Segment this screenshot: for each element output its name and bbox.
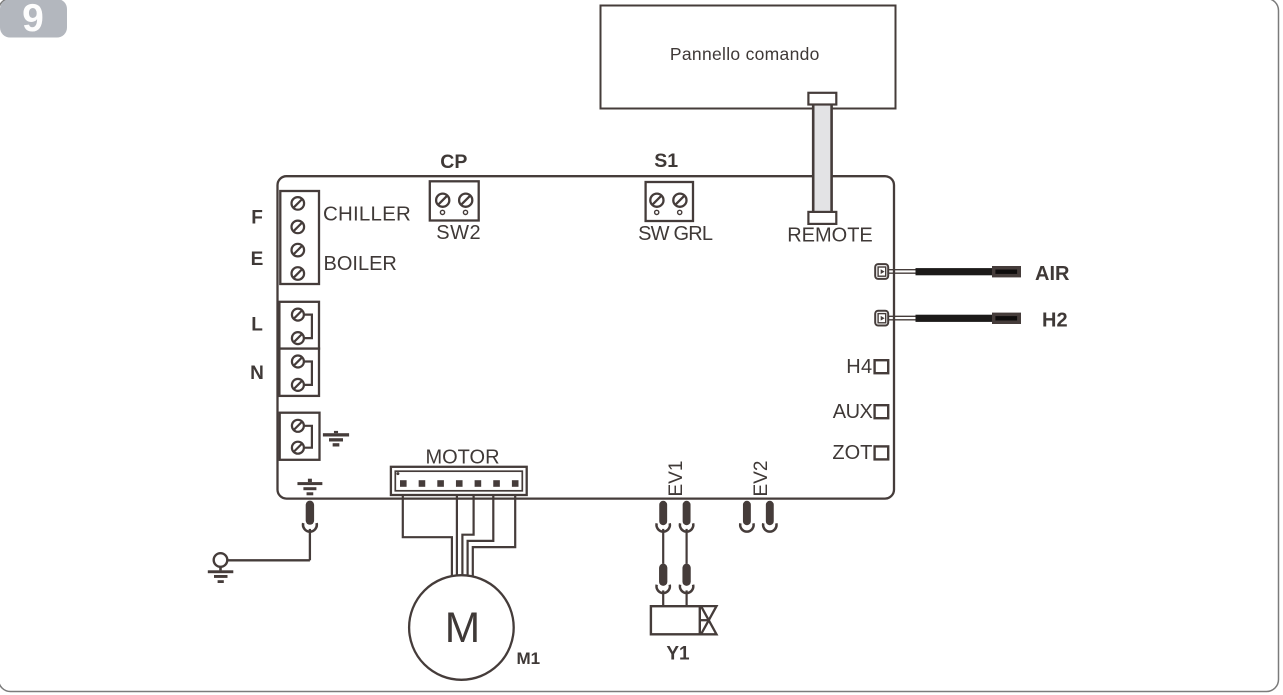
svg-text:N: N [250,363,264,384]
svg-text:ZOT: ZOT [832,442,872,464]
svg-text:S1: S1 [654,150,678,172]
svg-text:E: E [251,249,264,270]
svg-text:Y1: Y1 [666,644,690,665]
svg-text:SW GRL: SW GRL [638,223,713,245]
svg-text:EV2: EV2 [751,461,772,497]
svg-text:M: M [445,605,480,652]
svg-text:H4: H4 [846,356,872,378]
svg-text:CHILLER: CHILLER [323,203,411,226]
svg-text:Pannello comando: Pannello comando [670,44,820,64]
svg-text:9: 9 [22,0,44,40]
svg-text:EV1: EV1 [666,461,687,497]
svg-text:F: F [251,208,263,229]
svg-text:REMOTE: REMOTE [787,225,873,247]
svg-text:CP: CP [440,151,467,173]
svg-text:L: L [251,315,263,336]
svg-text:AUX: AUX [833,401,873,423]
svg-text:H2: H2 [1042,310,1068,332]
svg-text:AIR: AIR [1035,263,1070,285]
svg-text:M1: M1 [517,649,541,668]
svg-text:MOTOR: MOTOR [425,447,499,469]
svg-text:BOILER: BOILER [324,253,397,275]
svg-text:SW2: SW2 [436,222,481,244]
